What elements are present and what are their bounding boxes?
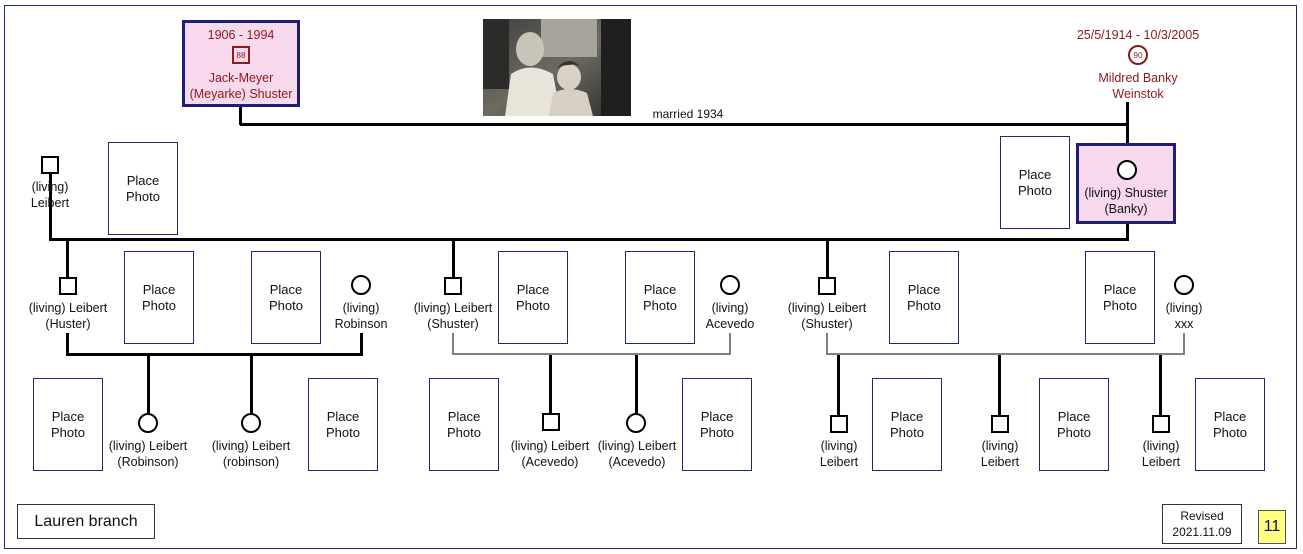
wife-age-badge: 90 (1128, 45, 1148, 65)
revised-date: Revised 2021.11.09 (1162, 504, 1242, 544)
gen3-person-name: (living) Leibert (Shuster) (413, 301, 493, 331)
gen2-child-card[interactable] (1076, 143, 1176, 224)
photo-placeholder[interactable]: Place Photo (625, 251, 695, 344)
family1-child-stem-2 (250, 355, 253, 413)
gen2-spouse-drop-line (49, 174, 52, 241)
marriage-label: married 1934 (652, 107, 724, 121)
gen3-male-symbol (818, 277, 836, 295)
family1-wife-drop (360, 333, 363, 355)
couple-photo (483, 19, 631, 116)
marriage-line (240, 123, 1129, 126)
gen4-female-symbol (138, 413, 158, 433)
gen3-person-name: (living) Leibert (Shuster) (787, 301, 867, 331)
family1-union-line (66, 353, 363, 356)
photo-placeholder[interactable]: Place Photo (1000, 136, 1070, 229)
gen3-female-symbol (720, 275, 740, 295)
gen3-person-name: (living) Robinson (334, 301, 388, 331)
family3-child-stem-3 (1159, 355, 1162, 415)
branch-label: Lauren branch (17, 504, 155, 539)
gen3-male-symbol (59, 277, 77, 295)
family1-child-stem-1 (147, 355, 150, 413)
gen3-stem-1 (66, 240, 69, 277)
family2-union-line (452, 353, 731, 355)
photo-placeholder[interactable]: Place Photo (872, 378, 942, 471)
gen4-male-symbol (830, 415, 848, 433)
gen2-union-line (49, 238, 1129, 241)
photo-placeholder[interactable]: Place Photo (124, 251, 194, 344)
gen2-spouse-male-symbol (41, 156, 59, 174)
chart-frame (4, 5, 1297, 549)
family3-child-stem-1 (837, 355, 840, 415)
husband-drop-line (239, 106, 242, 125)
gen3-stem-3 (826, 240, 829, 277)
photo-placeholder[interactable]: Place Photo (1039, 378, 1109, 471)
gen2-child-female-symbol (1117, 160, 1137, 180)
gen2-child-name: (living) Shuster (Banky) (1084, 186, 1168, 216)
gen4-person-name: (living) Leibert (Acevedo) (597, 439, 677, 469)
gen2-spouse-name: (living) Leibert (30, 180, 70, 210)
gen3-person-name: (living) Acevedo (705, 301, 755, 331)
gen4-male-symbol (991, 415, 1009, 433)
gen3-female-symbol (1174, 275, 1194, 295)
photo-placeholder[interactable]: Place Photo (33, 378, 103, 471)
family3-union-line (826, 353, 1185, 355)
family3-husband-drop (826, 333, 828, 355)
gen4-person-name: (living) Leibert (1141, 439, 1181, 469)
photo-placeholder[interactable]: Place Photo (308, 378, 378, 471)
gen4-person-name: (living) Leibert (Robinson) (108, 439, 188, 469)
wife-dates: 25/5/1914 - 10/3/2005 (1076, 28, 1200, 42)
gen2-child-drop-line (1126, 223, 1129, 241)
gen4-female-symbol (626, 413, 646, 433)
family2-child-stem-2 (635, 355, 638, 413)
photo-placeholder[interactable]: Place Photo (429, 378, 499, 471)
husband-age-badge: 88 (232, 46, 250, 64)
photo-placeholder[interactable]: Place Photo (1085, 251, 1155, 344)
family3-wife-drop (1183, 333, 1185, 355)
gen4-male-symbol (1152, 415, 1170, 433)
gen3-stem-2 (452, 240, 455, 277)
family1-husband-drop (66, 333, 69, 355)
photo-placeholder[interactable]: Place Photo (1195, 378, 1265, 471)
photo-placeholder[interactable]: Place Photo (682, 378, 752, 471)
photo-placeholder[interactable]: Place Photo (251, 251, 321, 344)
gen3-person-name: (living) Leibert (Huster) (28, 301, 108, 331)
gen4-female-symbol (241, 413, 261, 433)
wife-name: Mildred Banky Weinstok (1098, 71, 1178, 101)
gen3-male-symbol (444, 277, 462, 295)
family2-wife-drop (729, 333, 731, 355)
family2-husband-drop (452, 333, 454, 355)
family3-child-stem-2 (998, 355, 1001, 415)
gen3-person-name: (living) xxx (1165, 301, 1203, 331)
page-number: 11 (1258, 510, 1286, 544)
husband-dates: 1906 - 1994 (207, 28, 275, 42)
photo-placeholder[interactable]: Place Photo (108, 142, 178, 235)
wife-drop-line (1126, 102, 1129, 125)
photo-placeholder[interactable]: Place Photo (498, 251, 568, 344)
gen4-person-name: (living) Leibert (980, 439, 1020, 469)
gen4-person-name: (living) Leibert (Acevedo) (510, 439, 590, 469)
gen4-person-name: (living) Leibert (819, 439, 859, 469)
gen4-male-symbol (542, 413, 560, 431)
gen3-female-symbol (351, 275, 371, 295)
family2-child-stem-1 (549, 355, 552, 413)
gen4-person-name: (living) Leibert (robinson) (211, 439, 291, 469)
child-descent-line (1126, 125, 1129, 144)
husband-name: Jack-Meyer (Meyarke) Shuster (189, 71, 293, 101)
photo-placeholder[interactable]: Place Photo (889, 251, 959, 344)
